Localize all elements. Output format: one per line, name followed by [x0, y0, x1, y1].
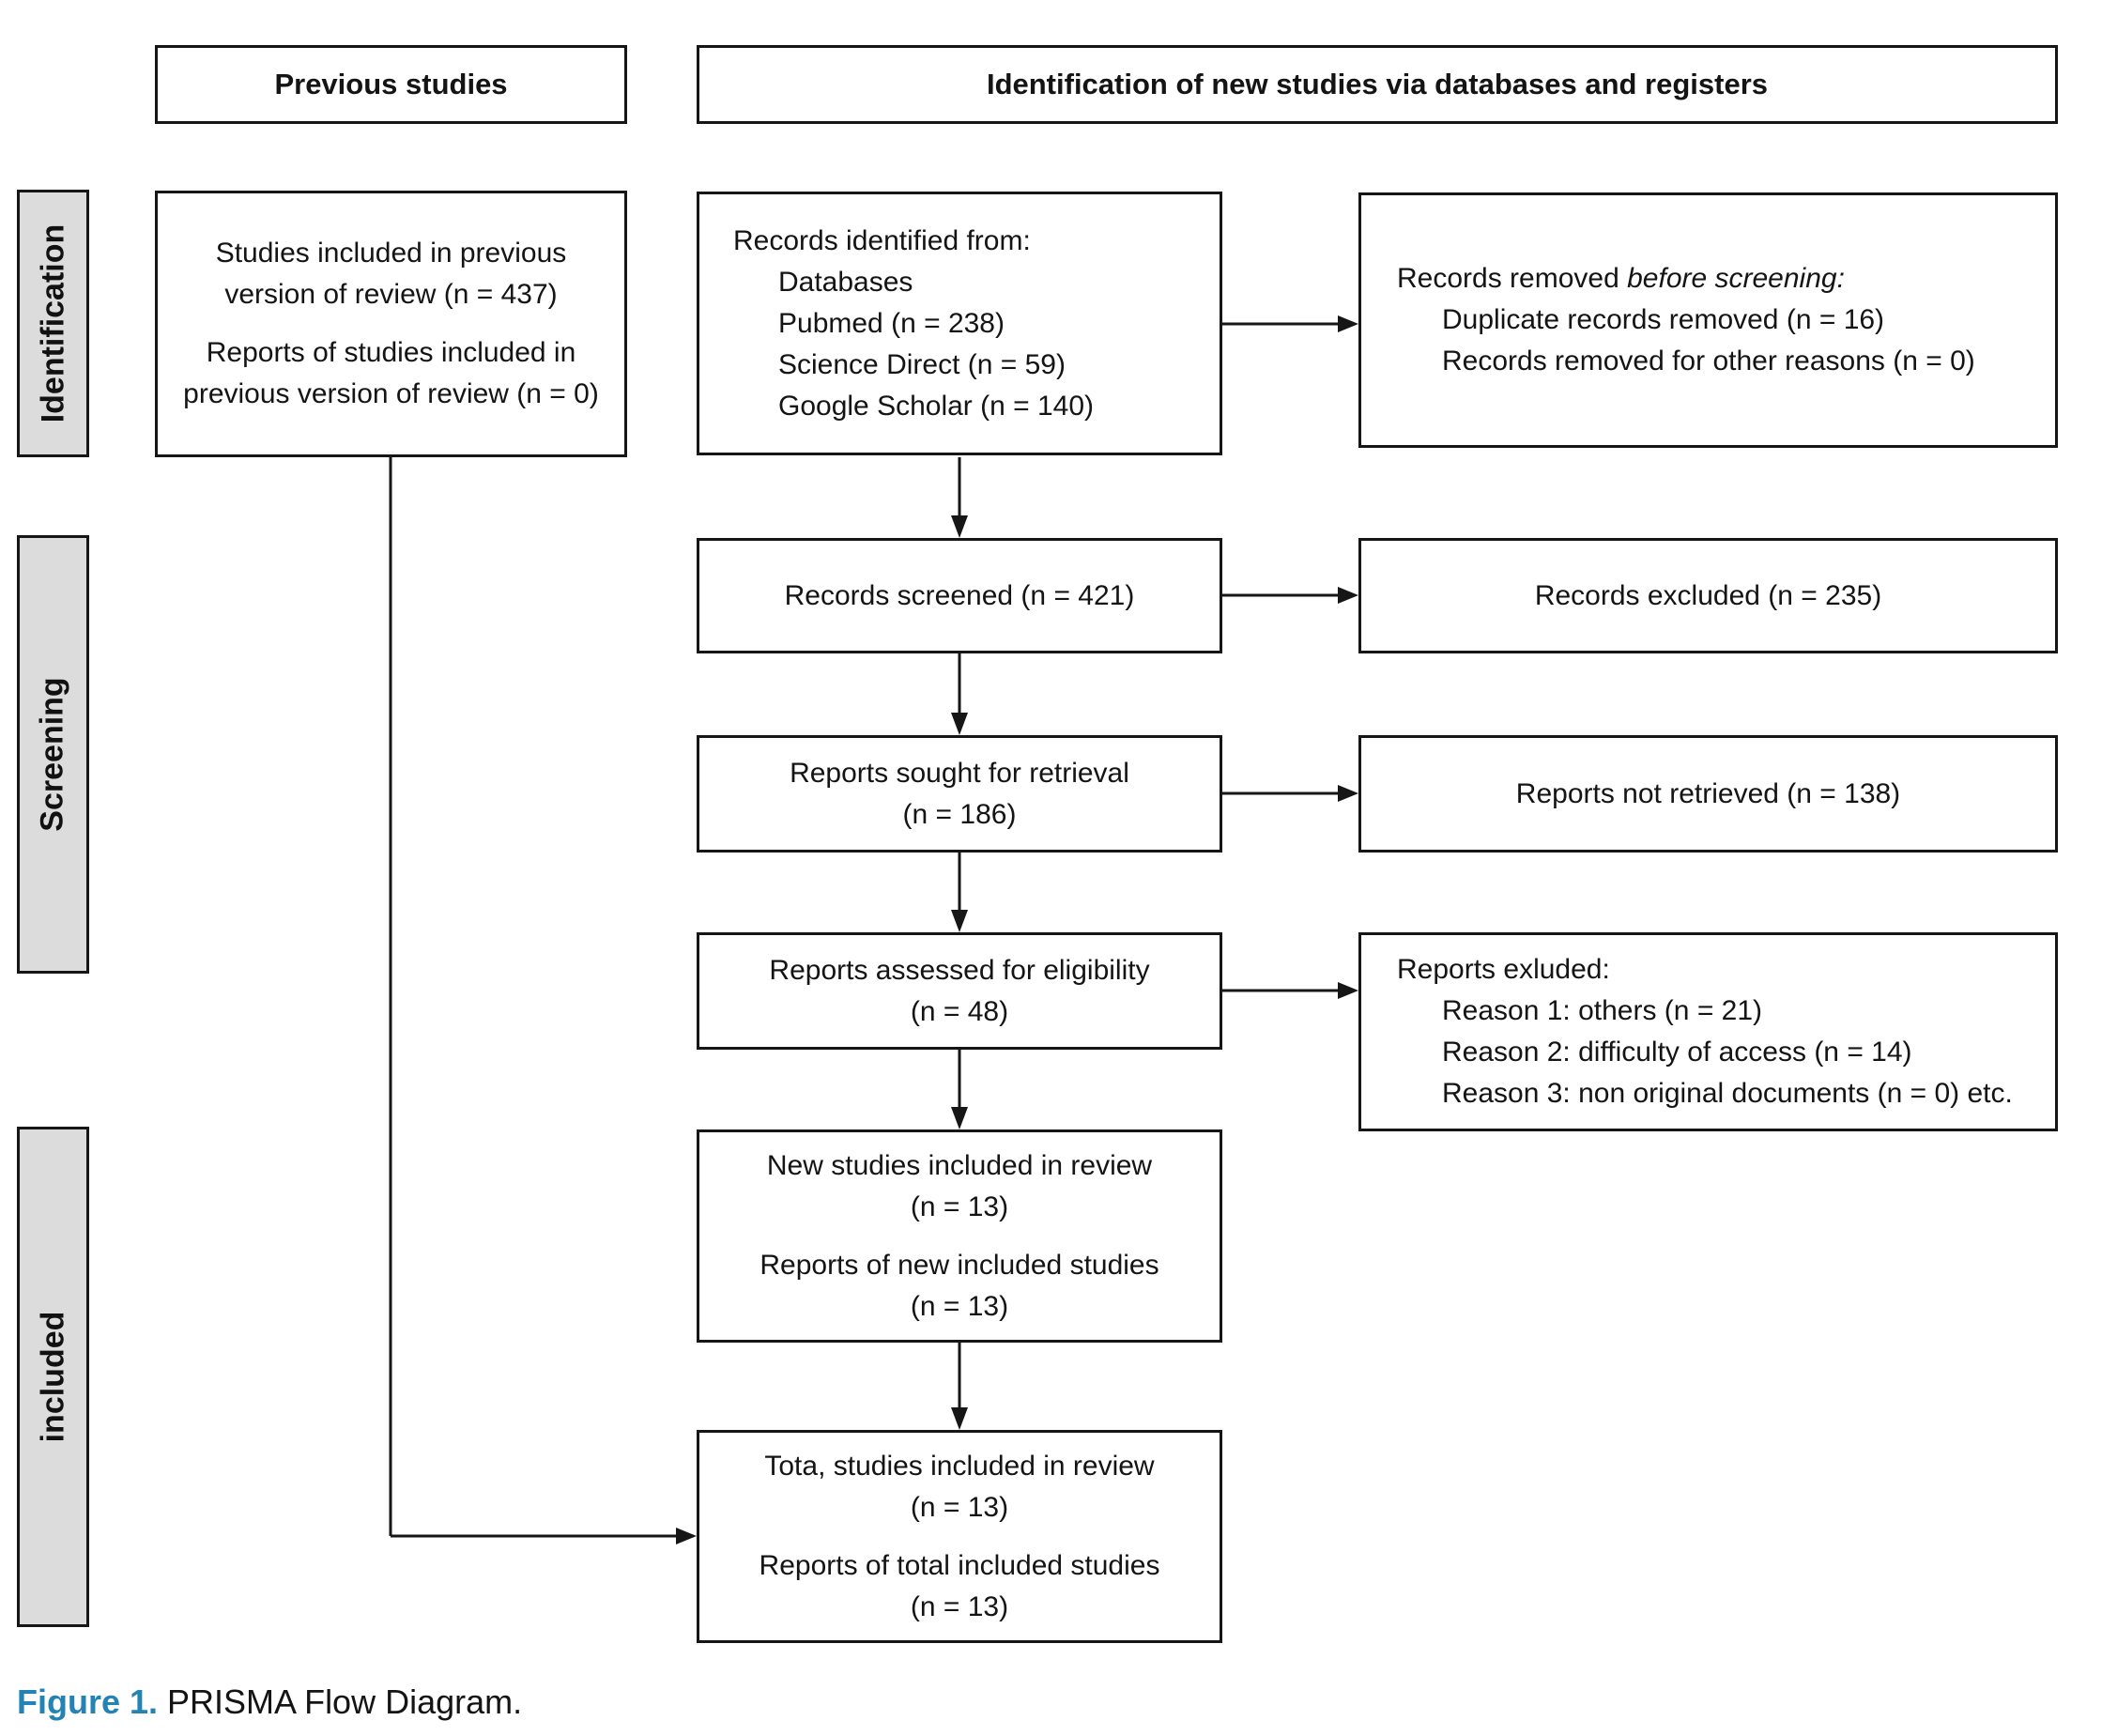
reports-excluded-item: Reason 1: others (n = 21)	[1442, 995, 1763, 1026]
arrowhead-identified-to-screened	[951, 515, 968, 538]
arrowhead-previous-to-total	[676, 1528, 697, 1544]
stage-label-identification: Identification	[17, 190, 89, 457]
header-previous-studies: Previous studies	[155, 45, 627, 124]
arrowhead-screened-to-excluded	[1338, 587, 1358, 604]
header-identification-new-studies: Identification of new studies via databa…	[697, 45, 2058, 124]
stage-label-included: included	[17, 1127, 89, 1627]
box-records-removed: Records removed before screening: Duplic…	[1358, 192, 2058, 448]
reports-excluded-intro: Reports exluded:	[1397, 954, 1610, 985]
previous-studies-para2: Reports of studies included in previous …	[183, 337, 599, 409]
new-studies-para2-line1: Reports of new included studies	[759, 1249, 1159, 1281]
arrowhead-assessed-to-reports-excluded	[1338, 982, 1358, 999]
box-previous-studies: Studies included in previous version of …	[155, 191, 627, 457]
figure-caption-label: Figure 1.	[17, 1682, 159, 1721]
new-studies-para2-line2: (n = 13)	[910, 1290, 1009, 1322]
new-studies-para1-line1: New studies included in review	[766, 1149, 1153, 1181]
figure-caption: Figure 1. PRISMA Flow Diagram.	[17, 1682, 522, 1722]
records-removed-item: Records removed for other reasons (n = 0…	[1442, 346, 1975, 376]
records-identified-intro: Records identified from:	[733, 224, 1031, 256]
reports-sought-line1: Reports sought for retrieval	[790, 757, 1129, 789]
arrowhead-new-to-total	[951, 1407, 968, 1430]
records-identified-item: Google Scholar (n = 140)	[778, 390, 1095, 422]
total-studies-para1-line1: Tota, studies included in review	[764, 1450, 1155, 1482]
box-reports-excluded: Reports exluded: Reason 1: others (n = 2…	[1358, 932, 2058, 1131]
reports-assessed-line1: Reports assessed for eligibility	[769, 954, 1150, 986]
box-records-identified: Records identified from: Databases Pubme…	[697, 192, 1222, 455]
records-screened-label: Records screened (n = 421)	[784, 579, 1135, 611]
arrowhead-sought-to-not-retrieved	[1338, 785, 1358, 802]
box-reports-not-retrieved: Reports not retrieved (n = 138)	[1358, 735, 2058, 853]
box-new-studies-included: New studies included in review (n = 13) …	[697, 1129, 1222, 1343]
reports-not-retrieved-label: Reports not retrieved (n = 138)	[1515, 777, 1901, 809]
arrowhead-assessed-to-new-studies	[951, 1107, 968, 1129]
records-identified-item: Pubmed (n = 238)	[778, 307, 1005, 339]
figure-caption-text: PRISMA Flow Diagram.	[158, 1682, 523, 1721]
stage-label-screening: Screening	[17, 535, 89, 974]
records-removed-intro-prefix: Records removed	[1397, 263, 1628, 294]
previous-studies-para1: Studies included in previous version of …	[215, 238, 567, 310]
reports-sought-line2: (n = 186)	[902, 798, 1017, 830]
records-identified-item: Science Direct (n = 59)	[778, 348, 1066, 380]
total-studies-para2-line1: Reports of total included studies	[759, 1549, 1160, 1581]
arrowhead-identified-to-removed	[1338, 315, 1358, 332]
box-records-screened: Records screened (n = 421)	[697, 538, 1222, 653]
total-studies-para2-line2: (n = 13)	[910, 1590, 1009, 1622]
box-total-studies-included: Tota, studies included in review (n = 13…	[697, 1430, 1222, 1643]
box-reports-assessed: Reports assessed for eligibility (n = 48…	[697, 932, 1222, 1050]
reports-excluded-item: Reason 3: non original documents (n = 0)…	[1442, 1078, 2013, 1109]
records-identified-item: Databases	[778, 266, 913, 298]
reports-assessed-line2: (n = 48)	[910, 995, 1009, 1027]
records-removed-item: Duplicate records removed (n = 16)	[1442, 304, 1885, 335]
box-records-excluded: Records excluded (n = 235)	[1358, 538, 2058, 653]
records-removed-intro-italic: before screening:	[1627, 263, 1845, 294]
records-removed-intro: Records removed before screening:	[1397, 258, 2055, 300]
box-reports-sought: Reports sought for retrieval (n = 186)	[697, 735, 1222, 853]
arrowhead-screened-to-sought	[951, 713, 968, 735]
new-studies-para1-line2: (n = 13)	[910, 1191, 1009, 1222]
arrowhead-sought-to-assessed	[951, 910, 968, 932]
records-excluded-label: Records excluded (n = 235)	[1534, 579, 1882, 611]
total-studies-para1-line2: (n = 13)	[910, 1491, 1009, 1523]
reports-excluded-item: Reason 2: difficulty of access (n = 14)	[1442, 1037, 1912, 1068]
